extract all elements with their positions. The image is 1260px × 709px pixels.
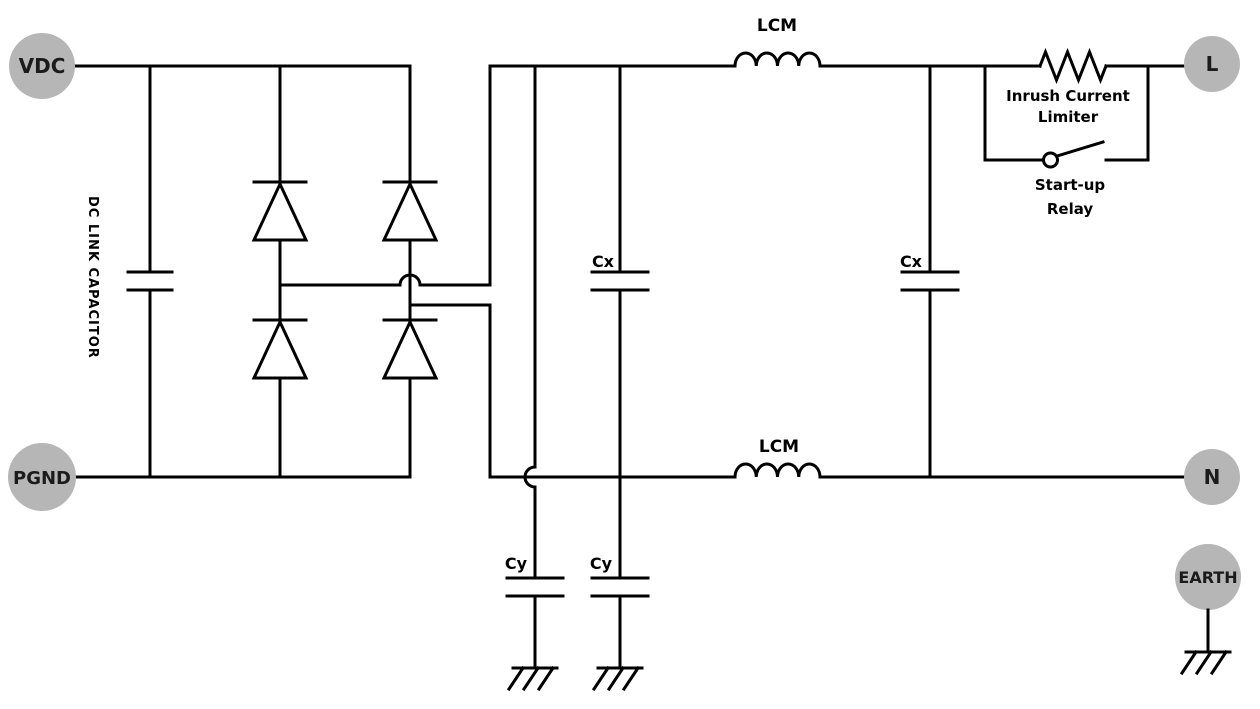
dc-link-capacitor-plates bbox=[126, 270, 174, 292]
cx-left-plates bbox=[590, 270, 650, 292]
ground-symbol-cy-left bbox=[506, 665, 559, 692]
diode-bridge bbox=[251, 64, 439, 479]
diode-top-left bbox=[251, 180, 309, 242]
diode-top-right bbox=[381, 180, 439, 242]
diode-bottom-right bbox=[381, 318, 439, 380]
inrush-current-limiter: Inrush Current Limiter bbox=[1006, 47, 1130, 126]
diode-triangle bbox=[251, 180, 309, 242]
terminal-label-vdc: VDC bbox=[19, 54, 66, 78]
startup-relay: Start-up Relay bbox=[983, 64, 1150, 218]
relay-branch-right bbox=[1104, 64, 1150, 162]
inrush-label-line2: Limiter bbox=[1038, 108, 1099, 126]
lcm-top-label: LCM bbox=[757, 16, 797, 36]
dc-link-capacitor-label: DC LINK CAPACITOR bbox=[85, 196, 100, 359]
terminal-label-earth: EARTH bbox=[1178, 568, 1237, 587]
cy-right-plates bbox=[590, 576, 650, 598]
cy-right-label: Cy bbox=[590, 554, 613, 573]
cx-right-plates bbox=[900, 270, 960, 292]
relay-pivot-contact bbox=[1042, 151, 1059, 169]
inrush-label-line1: Inrush Current bbox=[1006, 87, 1130, 105]
diode-bottom-left bbox=[251, 318, 309, 380]
terminal-circle-l bbox=[1184, 36, 1240, 92]
ground-symbol-cy-right bbox=[591, 665, 644, 692]
terminal-n: N bbox=[1184, 449, 1240, 505]
capacitor-cx-left: Cx bbox=[590, 64, 650, 479]
terminal-earth: EARTH bbox=[1175, 544, 1241, 676]
lcm-top-coil bbox=[733, 51, 822, 68]
cx-right-label: Cx bbox=[900, 252, 923, 271]
cx-left-label: Cx bbox=[592, 252, 615, 271]
capacitor-cy-left: Cy bbox=[505, 554, 565, 692]
relay-switch-blade bbox=[1055, 140, 1105, 158]
terminal-circle-earth bbox=[1175, 544, 1241, 610]
terminal-l: L bbox=[1184, 36, 1240, 92]
diode-triangle bbox=[251, 318, 309, 380]
ground-hatches bbox=[591, 665, 641, 692]
terminal-pgnd: PGND bbox=[8, 443, 76, 511]
terminal-label-pgnd: PGND bbox=[13, 468, 71, 489]
terminal-vdc: VDC bbox=[9, 33, 75, 99]
ground-hatches bbox=[506, 665, 556, 692]
lcm-bottom-label: LCM bbox=[759, 437, 799, 457]
capacitor-cy-right: Cy bbox=[590, 475, 650, 692]
capacitor-cx-right: Cx bbox=[900, 64, 960, 479]
dc-link-capacitor: DC LINK CAPACITOR bbox=[85, 64, 174, 479]
ground-symbol-earth bbox=[1179, 608, 1232, 676]
terminal-label-n: N bbox=[1204, 465, 1221, 489]
ground-hatches bbox=[1179, 649, 1229, 676]
lcm-bottom-coil bbox=[733, 462, 822, 479]
relay-label-line1: Start-up bbox=[1035, 176, 1106, 194]
terminal-label-l: L bbox=[1206, 52, 1219, 76]
wire-ac2-feed bbox=[408, 303, 492, 479]
terminal-circle-vdc bbox=[9, 33, 75, 99]
cy-left-plates bbox=[505, 576, 565, 598]
relay-label-line2: Relay bbox=[1047, 200, 1094, 218]
wires bbox=[73, 64, 1186, 580]
wire-ac1-feed bbox=[278, 64, 492, 287]
inductor-lcm-bottom: LCM bbox=[733, 437, 822, 479]
diode-triangle bbox=[381, 180, 439, 242]
terminal-circle-pgnd bbox=[8, 443, 76, 511]
diode-triangle bbox=[381, 318, 439, 380]
cy-left-label: Cy bbox=[505, 554, 528, 573]
terminal-circle-n bbox=[1184, 449, 1240, 505]
inductor-lcm-top: LCM bbox=[733, 16, 822, 68]
wire-cy1-riser bbox=[523, 64, 537, 580]
inrush-resistor-zigzag bbox=[1038, 47, 1108, 85]
relay-branch-left bbox=[983, 64, 1045, 162]
